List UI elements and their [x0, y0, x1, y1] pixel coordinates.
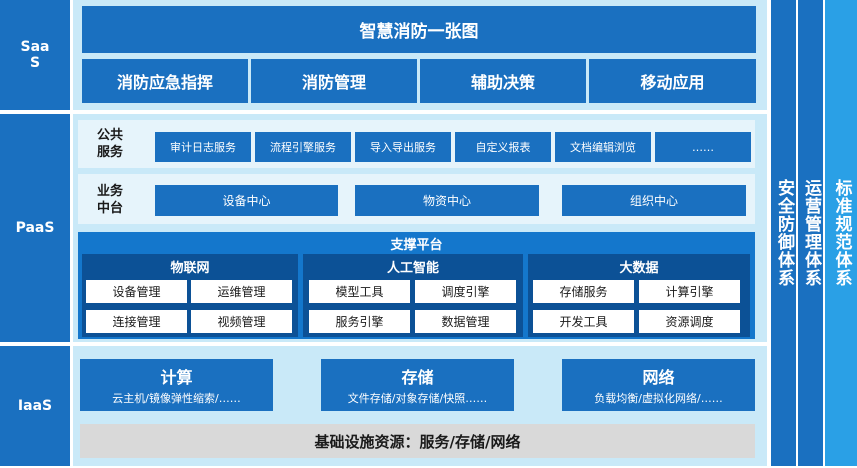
- iaas-item-compute: 计算 云主机/镜像弹性缩索/……: [80, 359, 273, 411]
- side-standards-system: 标准规范体系: [825, 0, 857, 466]
- support-platform-title: 支撑平台: [390, 237, 443, 253]
- layer-label-iaas-text: IaaS: [17, 397, 53, 414]
- bigdata-item-dev-tools: 开发工具: [533, 310, 634, 333]
- public-services-label-text: 公共服务: [96, 128, 123, 160]
- iot-item-device-management: 设备管理: [86, 280, 187, 303]
- public-item-more: ……: [655, 132, 751, 162]
- layer-label-paas: PaaS: [0, 114, 70, 342]
- public-item-doc-edit: 文档编辑浏览: [555, 132, 651, 162]
- iot-item-connection-management: 连接管理: [86, 310, 187, 333]
- saas-app-management: 消防管理: [251, 59, 417, 103]
- saas-app-emergency: 消防应急指挥: [82, 59, 248, 103]
- iaas-compute-sub: 云主机/镜像弹性缩索/……: [112, 392, 241, 405]
- iaas-storage-title: 存储: [401, 368, 434, 387]
- support-group-bigdata-title: 大数据: [619, 260, 659, 276]
- iaas-compute-title: 计算: [160, 368, 193, 387]
- saas-app-mobile: 移动应用: [589, 59, 756, 103]
- public-item-custom-report: 自定义报表: [455, 132, 551, 162]
- business-item-material-center: 物资中心: [355, 185, 539, 216]
- support-group-iot-title: 物联网: [170, 260, 210, 276]
- layer-label-iaas: IaaS: [0, 346, 70, 466]
- iaas-item-network: 网络 负载均衡/虚拟化网络/……: [562, 359, 755, 411]
- iaas-network-title: 网络: [642, 368, 675, 387]
- business-center-label-text: 业务中台: [96, 184, 123, 216]
- iot-item-video-management: 视频管理: [191, 310, 292, 333]
- layer-label-saas-text: SaaS: [20, 38, 50, 71]
- ai-item-data-management: 数据管理: [415, 310, 516, 333]
- public-item-audit-log: 审计日志服务: [155, 132, 251, 162]
- side-security-system-text: 安全防御体系: [774, 179, 794, 287]
- business-item-device-center: 设备中心: [155, 185, 338, 216]
- side-standards-system-text: 标准规范体系: [831, 179, 852, 287]
- saas-app-decision: 辅助决策: [420, 59, 586, 103]
- side-security-system: 安全防御体系: [771, 0, 796, 466]
- business-center-label: 业务中台: [82, 180, 138, 220]
- public-item-workflow: 流程引擎服务: [255, 132, 351, 162]
- public-services-label: 公共服务: [82, 124, 138, 164]
- public-item-import-export: 导入导出服务: [355, 132, 451, 162]
- ai-item-model-tools: 模型工具: [309, 280, 410, 303]
- ai-item-service-engine: 服务引擎: [309, 310, 410, 333]
- iot-item-ops-management: 运维管理: [191, 280, 292, 303]
- bigdata-item-compute-engine: 计算引擎: [639, 280, 740, 303]
- iaas-storage-sub: 文件存储/对象存储/快照……: [347, 392, 488, 405]
- bigdata-item-storage-service: 存储服务: [533, 280, 634, 303]
- business-item-org-center: 组织中心: [562, 185, 746, 216]
- ai-item-scheduling-engine: 调度引擎: [415, 280, 516, 303]
- layer-label-paas-text: PaaS: [15, 219, 55, 236]
- side-operations-system: 运营管理体系: [798, 0, 823, 466]
- bigdata-item-resource-scheduling: 资源调度: [639, 310, 740, 333]
- iaas-item-storage: 存储 文件存储/对象存储/快照……: [321, 359, 514, 411]
- saas-title: 智慧消防一张图: [82, 6, 756, 53]
- support-group-ai-title: 人工智能: [386, 260, 439, 276]
- side-operations-system-text: 运营管理体系: [801, 179, 821, 287]
- layer-label-saas: SaaS: [0, 0, 70, 110]
- iaas-network-sub: 负载均衡/虚拟化网络/……: [594, 392, 723, 405]
- iaas-base-resources: 基础设施资源：服务/存储/网络: [80, 424, 755, 458]
